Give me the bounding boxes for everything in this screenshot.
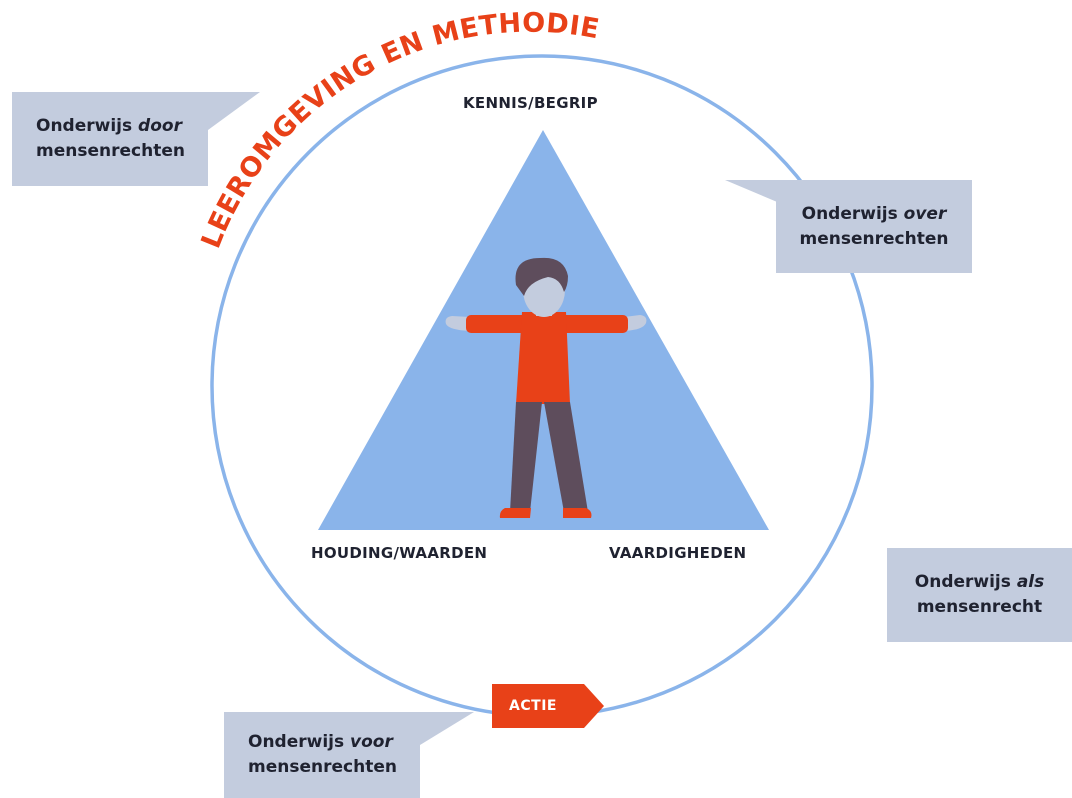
callout-als-emphasis: als	[1016, 572, 1045, 592]
arrow-tag-icon	[492, 684, 604, 728]
callout-door-emphasis: door	[138, 116, 182, 136]
callout-over: Onderwijs over mensenrechten	[776, 180, 972, 273]
callout-voor-emphasis: voor	[350, 732, 393, 752]
vertex-label-top: KENNIS/BEGRIP	[463, 94, 598, 112]
callout-als-prefix: Onderwijs	[914, 572, 1017, 592]
callout-door-prefix: Onderwijs	[36, 116, 139, 136]
callout-door-pointer	[208, 92, 260, 130]
callout-over-line2: mensenrechten	[799, 228, 949, 249]
callout-voor: Onderwijs voor mensenrechten	[224, 712, 420, 798]
callout-door-line2: mensenrechten	[36, 141, 185, 161]
callout-over-prefix: Onderwijs	[801, 203, 904, 224]
callout-voor-line2: mensenrechten	[248, 757, 397, 777]
callout-door: Onderwijs door mensenrechten	[12, 92, 208, 186]
vertex-label-bottom-left: HOUDING/WAARDEN	[311, 544, 488, 562]
callout-over-emphasis: over	[903, 203, 947, 224]
callout-voor-prefix: Onderwijs	[248, 732, 351, 752]
callout-voor-pointer	[420, 712, 474, 745]
vertex-label-bottom-right: VAARDIGHEDEN	[609, 544, 747, 562]
action-tag-label: ACTIE	[509, 698, 557, 714]
callout-als-line2: mensenrecht	[916, 597, 1043, 617]
callout-als: Onderwijs als mensenrecht	[887, 548, 1072, 642]
person-arms-outstretched-icon	[445, 257, 647, 518]
